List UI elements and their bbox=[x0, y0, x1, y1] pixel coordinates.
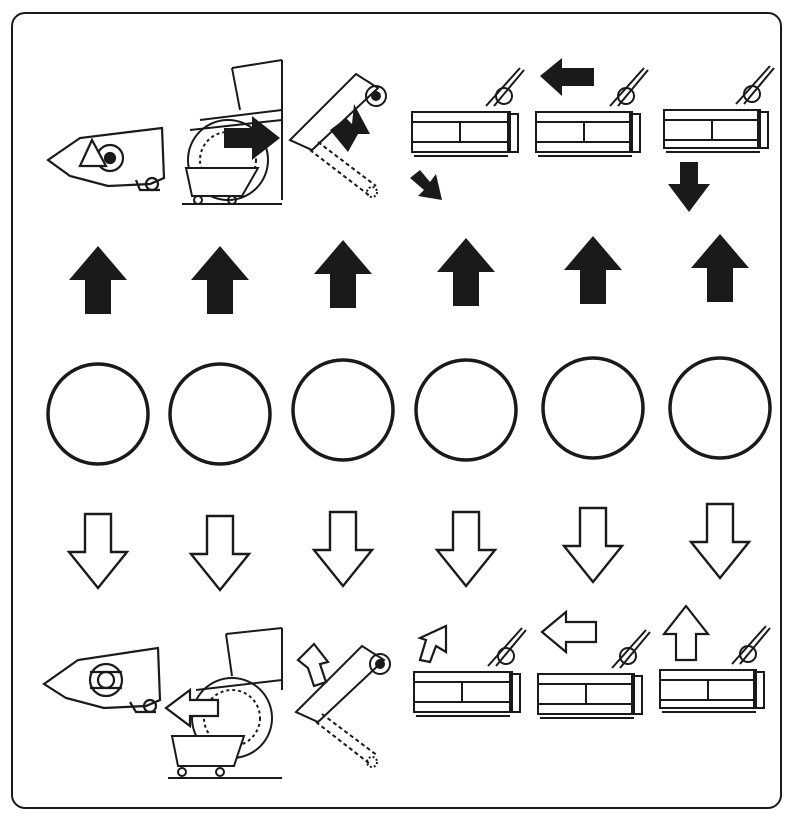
outline-down-arrow-icon-lift-arm bbox=[311, 510, 375, 588]
solid-up-arrow-icon-sweeper-rotor bbox=[69, 246, 127, 314]
outline-down-arrow-icon-mower-lift bbox=[688, 502, 752, 580]
outline-down-arrow-icon-mower-shift bbox=[561, 506, 625, 584]
selector-circle-icon-mower-tilt[interactable] bbox=[414, 358, 518, 462]
selector-circle-icon-mower-shift[interactable] bbox=[541, 356, 645, 460]
outline-down-arrow-icon-tractor-shield bbox=[188, 514, 252, 592]
outline-down-arrow-icon-mower-tilt bbox=[434, 510, 498, 588]
mower-tilt-up-icon bbox=[413, 627, 527, 717]
mower-tilt-down-icon bbox=[411, 67, 525, 157]
mower-shift-left-outline-arrow-icon bbox=[540, 609, 598, 655]
solid-up-arrow-icon-lift-arm bbox=[314, 240, 372, 308]
lift-arm-down-icon bbox=[288, 72, 387, 198]
solid-up-arrow-icon-mower-lift bbox=[691, 234, 749, 302]
lift-arm-down-arrow-icon bbox=[330, 104, 370, 152]
mower-shift-left-arrow-icon bbox=[540, 58, 594, 96]
mower-shift-left-icon bbox=[535, 67, 649, 157]
mower-lower-icon bbox=[663, 65, 775, 153]
solid-up-arrow-icon-tractor-shield bbox=[191, 246, 249, 314]
solid-up-arrow-icon-mower-shift bbox=[564, 236, 622, 304]
selector-circle-icon-tractor-shield[interactable] bbox=[168, 362, 272, 466]
mower-lower-arrow-icon bbox=[668, 162, 710, 212]
mower-shift-left-outline-icon bbox=[537, 629, 651, 719]
solid-up-arrow-icon-mower-tilt bbox=[437, 238, 495, 306]
lift-arm-up-icon bbox=[294, 644, 391, 768]
shield-forward-arrow-icon bbox=[224, 116, 280, 160]
sweeper-rotor-reverse-icon bbox=[42, 646, 162, 714]
mower-tilt-down-arrow-icon bbox=[410, 170, 442, 200]
selector-circle-icon-lift-arm[interactable] bbox=[291, 358, 395, 462]
shield-back-arrow-icon bbox=[164, 687, 220, 729]
tractor-shield-back-icon bbox=[168, 627, 283, 779]
outline-down-arrow-icon-sweeper-rotor bbox=[66, 512, 130, 590]
lift-arm-up-arrow-icon bbox=[296, 642, 330, 688]
diagram-frame bbox=[11, 12, 782, 809]
mower-raise-arrow-icon bbox=[661, 604, 711, 662]
mower-raise-icon bbox=[659, 625, 771, 713]
tractor-shield-forward-icon bbox=[182, 59, 283, 205]
selector-circle-icon-mower-lift[interactable] bbox=[668, 356, 772, 460]
selector-circle-icon-sweeper-rotor[interactable] bbox=[46, 362, 150, 466]
mower-tilt-up-arrow-icon bbox=[417, 624, 448, 664]
sweeper-rotor-icon bbox=[46, 126, 166, 192]
